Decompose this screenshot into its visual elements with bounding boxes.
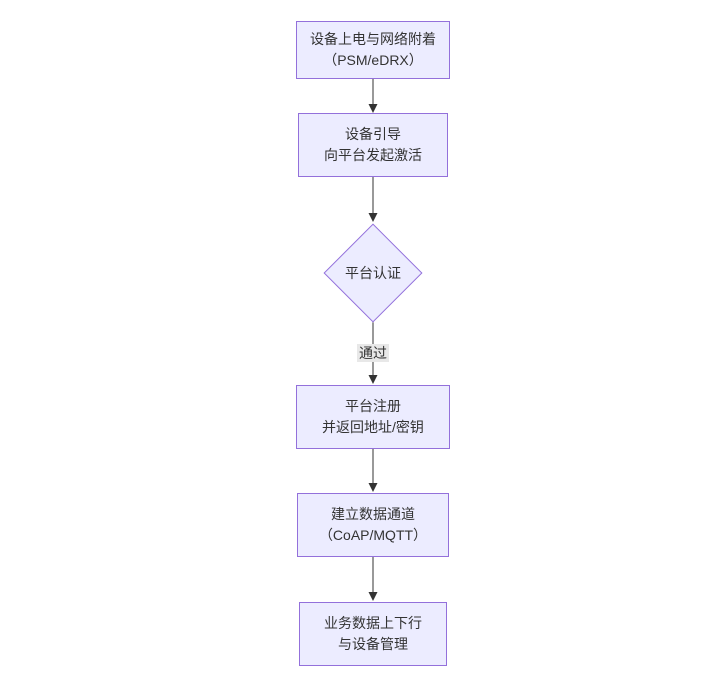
arrowhead-icon [368, 104, 378, 113]
arrowhead-icon [368, 375, 378, 384]
edge-label-pass: 通过 [357, 344, 389, 362]
node-label-line: 向平台发起激活 [324, 147, 422, 163]
arrowhead-icon [368, 483, 378, 492]
node-data-channel: 建立数据通道 （CoAP/MQTT） [297, 493, 449, 557]
node-label-line: （CoAP/MQTT） [318, 527, 428, 543]
arrowhead-icon [368, 213, 378, 222]
arrowhead-icon [368, 592, 378, 601]
edge-connector-e-f [368, 557, 378, 601]
node-label-line: （PSM/eDRX） [323, 52, 423, 68]
node-power-network-attach: 设备上电与网络附着 （PSM/eDRX） [296, 21, 450, 79]
node-device-bootstrap: 设备引导 向平台发起激活 [298, 113, 448, 177]
decision-label: 平台认证 [345, 264, 401, 281]
node-label-line: 设备上电与网络附着 [310, 31, 436, 47]
node-label-line: 建立数据通道 [331, 506, 415, 522]
node-label-line: 业务数据上下行 [324, 615, 422, 631]
edge-connector-a-b [368, 79, 378, 113]
node-label-line: 平台注册 [345, 398, 401, 414]
node-label-line: 并返回地址/密钥 [322, 419, 424, 435]
node-platform-register: 平台注册 并返回地址/密钥 [296, 385, 450, 449]
decision-platform-auth: 平台认证 [322, 223, 424, 322]
edge-connector-d-e [368, 449, 378, 492]
node-label-line: 与设备管理 [338, 636, 408, 652]
edge-connector-b-c [368, 177, 378, 222]
node-label-line: 设备引导 [345, 126, 401, 142]
node-business-data: 业务数据上下行 与设备管理 [299, 602, 447, 666]
